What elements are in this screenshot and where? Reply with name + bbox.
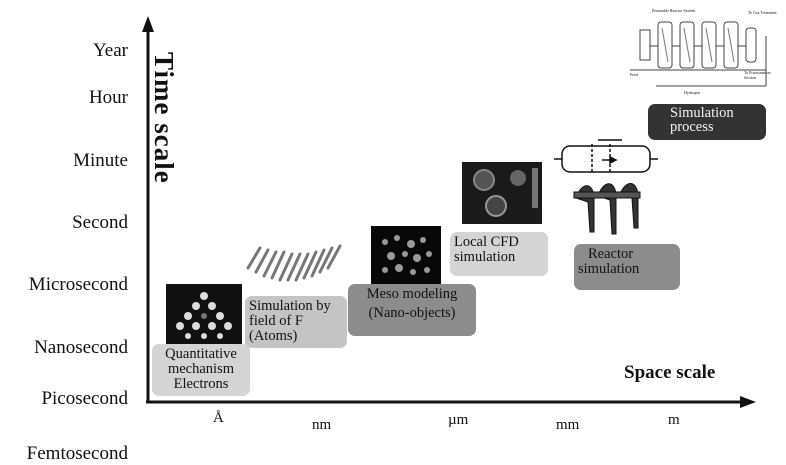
atoms-simulation-box: Simulation by field of F (Atoms) <box>245 296 347 348</box>
quantum-mechanism-box: Quantitative mechanism Electrons <box>152 344 250 396</box>
y-axis-title: Time scale <box>149 52 179 184</box>
simulation-process-box: Simulation process <box>648 104 766 140</box>
meso-modeling-label-line1: Meso modeling <box>366 286 458 302</box>
reactor-schematic-icon <box>554 139 658 174</box>
meso-modeling-box: Meso modeling (Nano-objects) <box>348 284 476 336</box>
process-flow-diagram: Permeable Reactor System To Gas Treatmen… <box>626 6 782 100</box>
process-label-gas: To Gas Treatment <box>748 10 777 15</box>
y-axis-arrowhead <box>142 16 154 32</box>
nano-objects-image <box>371 226 441 284</box>
time-tick-second: Second <box>72 212 128 233</box>
x-axis-arrowhead <box>740 396 756 408</box>
cfd-field-image <box>462 162 542 224</box>
atoms-simulation-label-line2: (Atoms) <box>249 328 298 344</box>
local-cfd-box: Local CFD simulation <box>450 232 548 276</box>
reactor-bed-icon <box>573 183 641 235</box>
local-cfd-label-line1: Local CFD <box>454 234 519 250</box>
space-tick-mm: mm <box>556 417 580 433</box>
reactor-image <box>554 139 658 235</box>
time-tick-picosecond: Picosecond <box>41 388 128 409</box>
space-tick-m: m <box>668 412 680 428</box>
reactor-simulation-label-line2: simulation <box>578 261 640 277</box>
process-label-top: Permeable Reactor System <box>652 8 696 13</box>
process-label-hydrogen: Hydrogen <box>684 90 700 95</box>
time-tick-hour: Hour <box>88 87 128 108</box>
time-tick-nanosecond: Nanosecond <box>34 337 128 358</box>
simulation-process-label-line2: process <box>670 119 714 135</box>
electron-density-image <box>166 284 242 346</box>
time-tick-minute: Minute <box>73 150 128 171</box>
space-tick-um: µm <box>448 412 469 428</box>
time-tick-microsecond: Microsecond <box>28 274 128 295</box>
process-flow-drawing <box>630 21 767 87</box>
local-cfd-label-line2: simulation <box>454 249 516 265</box>
quantum-mechanism-label: Quantitative mechanism Electrons <box>165 346 237 392</box>
time-tick-year: Year <box>92 40 128 61</box>
process-label-fraction: To Fractionation Section <box>744 70 771 80</box>
x-axis-title: Space scale <box>624 362 716 383</box>
process-label-feed: Feed <box>630 72 638 77</box>
space-tick-nm: nm <box>312 417 332 433</box>
meso-modeling-label-line2: (Nano-objects) <box>368 305 456 321</box>
simulation-process-label-line1: Simulation <box>670 105 734 121</box>
atomic-lattice-image <box>246 244 342 282</box>
time-tick-femtosecond: Femtosecond <box>26 443 128 464</box>
space-tick-angstrom: Å <box>213 410 224 426</box>
reactor-simulation-box: Reactor simulation <box>574 244 680 290</box>
atoms-simulation-label-line1: Simulation by field of F <box>249 298 331 329</box>
reactor-simulation-label-line1: Reactor <box>588 246 634 262</box>
